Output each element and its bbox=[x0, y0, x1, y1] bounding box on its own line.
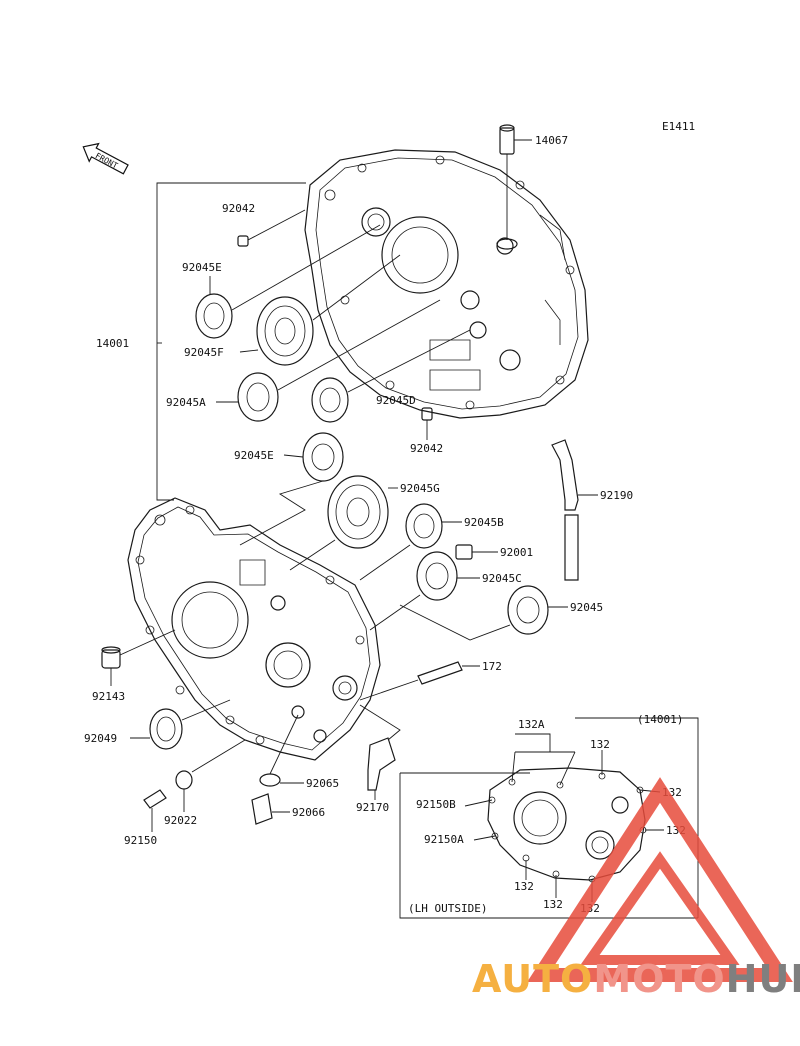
label-92045A: 92045A bbox=[166, 396, 206, 409]
watermark-auto: AUTO bbox=[472, 957, 593, 1001]
part-92049-oil-seal: 92049 bbox=[84, 699, 231, 750]
lower-crankcase-half bbox=[127, 497, 381, 761]
label-92190: 92190 bbox=[600, 489, 633, 502]
upper-crankcase-half bbox=[304, 149, 589, 419]
inset-caption: (LH OUTSIDE) bbox=[408, 902, 487, 915]
part-92170-clamp: 92170 bbox=[356, 704, 401, 814]
label-92042-top: 92042 bbox=[222, 202, 255, 215]
label-132-bottom-left: 132 bbox=[514, 880, 534, 893]
label-92045: 92045 bbox=[570, 601, 603, 614]
label-92001: 92001 bbox=[500, 546, 533, 559]
label-92042-bottom: 92042 bbox=[410, 442, 443, 455]
label-92150A: 92150A bbox=[424, 833, 464, 846]
part-92045F-bearing: 92045F bbox=[184, 254, 401, 366]
part-92065-washer: 92065 bbox=[259, 714, 339, 790]
part-92066-plug: 92066 bbox=[251, 793, 325, 825]
part-92045B-bearing: 92045B bbox=[359, 503, 504, 581]
part-92045E-top-bearing: 92045E bbox=[182, 224, 381, 339]
label-132-top: 132 bbox=[590, 738, 610, 751]
label-92170: 92170 bbox=[356, 801, 389, 814]
part-92045G-bearing: 92045G bbox=[289, 475, 440, 571]
label-92150B: 92150B bbox=[416, 798, 456, 811]
label-92049: 92049 bbox=[84, 732, 117, 745]
label-14067: 14067 bbox=[535, 134, 568, 147]
label-132A: 132A bbox=[518, 718, 545, 731]
watermark-hub: HUB bbox=[726, 957, 800, 1001]
part-92022-washer: 92022 bbox=[164, 739, 246, 827]
watermark-triangle-logo bbox=[527, 777, 793, 982]
svg-text:AUTOMOTOHUB: AUTOMOTOHUB bbox=[472, 957, 800, 1001]
label-92066: 92066 bbox=[292, 806, 325, 819]
label-92045F: 92045F bbox=[184, 346, 224, 359]
part-92045A-bearing: 92045A bbox=[166, 299, 441, 422]
front-arrow-icon: FRONT bbox=[82, 142, 129, 175]
part-92150-bolt: 92150 bbox=[124, 789, 167, 847]
part-92045E-mid-bearing: 92045E bbox=[234, 432, 344, 546]
label-132-bottom-1: 132 bbox=[543, 898, 563, 911]
part-92042-bottom: 92042 bbox=[410, 407, 443, 455]
part-14067-dowel: 14067 bbox=[496, 124, 568, 250]
automotohub-watermark: AUTOMOTOHUB bbox=[472, 777, 800, 1001]
crankcase-assembly-bracket bbox=[156, 182, 306, 501]
label-92045D: 92045D bbox=[376, 394, 416, 407]
label-92045C: 92045C bbox=[482, 572, 522, 585]
part-92143-collar: 92143 bbox=[92, 629, 176, 703]
diagram-code: E1411 bbox=[662, 120, 695, 133]
label-92045E-top: 92045E bbox=[182, 261, 222, 274]
part-92190-hose: 92190 bbox=[551, 439, 633, 581]
label-92045B: 92045B bbox=[464, 516, 504, 529]
label-92022: 92022 bbox=[164, 814, 197, 827]
part-92045D-bearing: 92045D bbox=[311, 329, 471, 423]
watermark-moto: MOTO bbox=[593, 957, 725, 1001]
label-92045G: 92045G bbox=[400, 482, 440, 495]
label-92150: 92150 bbox=[124, 834, 157, 847]
inset-title: (14001) bbox=[637, 713, 683, 726]
part-92045-bearing: 92045 bbox=[399, 585, 603, 641]
label-92045E-mid: 92045E bbox=[234, 449, 274, 462]
label-14001: 14001 bbox=[96, 337, 129, 350]
label-172: 172 bbox=[482, 660, 502, 673]
label-92065: 92065 bbox=[306, 777, 339, 790]
part-172-stud: 172 bbox=[359, 660, 502, 701]
label-92143: 92143 bbox=[92, 690, 125, 703]
part-92001-bolt: 92001 bbox=[455, 544, 533, 560]
part-92042-top: 92042 bbox=[222, 202, 306, 247]
inset-lh-outside: (14001) (LH OUTSIDE) 132A 132 132 132 92… bbox=[399, 713, 699, 919]
part-92045C-bearing: 92045C bbox=[369, 551, 522, 631]
